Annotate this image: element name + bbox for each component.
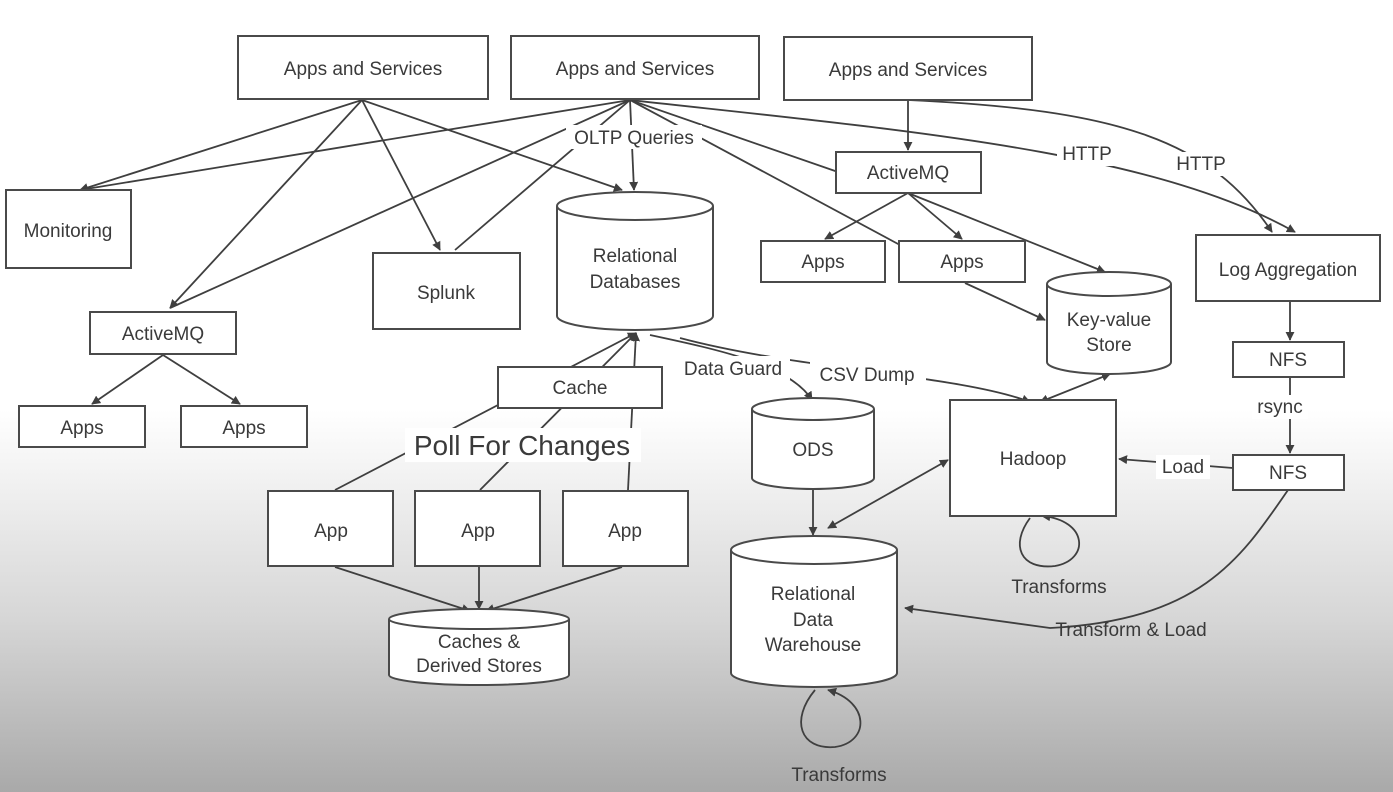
edge-app3-reldb [627,332,641,491]
node-label: Monitoring [24,221,113,242]
label-oltp-queries: OLTP Queries [574,128,694,149]
label-rsync: rsync [1257,397,1302,418]
edge-as1-splunk [361,99,441,251]
node-app-1: App [267,490,394,567]
edge-amqtop-kv [907,192,1106,274]
node-label: Hadoop [1000,449,1067,470]
edge-as2-apps-mid-2 [629,99,901,246]
label-poll-for-changes: Poll For Changes [414,430,630,461]
node-apps-and-services-3: Apps and Services [783,36,1033,101]
node-nfs-1: NFS [1232,341,1345,378]
node-label: Apps [940,252,983,273]
node-label: ActiveMQ [122,324,204,345]
node-label: Cache [553,378,608,399]
node-label-line-2: Databases [590,272,681,293]
node-key-value-store: Key-value Store [1046,271,1172,375]
edge-as1-activemq-left [169,99,363,309]
node-apps-and-services-1: Apps and Services [237,35,489,100]
node-label: Apps [60,418,103,439]
node-label: Apps and Services [284,59,442,80]
node-relational-databases: Relational Databases [556,191,714,331]
node-label: NFS [1269,350,1307,371]
node-monitoring: Monitoring [5,189,132,269]
edge-amqleft-apps2 [162,354,241,405]
node-label-line-1: Relational [771,584,856,605]
node-label-line-3: Warehouse [765,635,861,656]
node-app-2: App [414,490,541,567]
edges [79,99,1296,748]
node-label: ActiveMQ [867,163,949,184]
label-transform-and-load: Transform & Load [1055,620,1206,641]
node-label-line-1: Caches & [438,632,521,653]
edge-amqtop-apps1 [824,192,909,240]
node-activemq-top: ActiveMQ [835,151,982,194]
node-label: Splunk [417,283,476,304]
edge-hadoop-selfloop [1019,512,1080,568]
node-cache: Cache [497,366,663,409]
node-activemq-left: ActiveMQ [89,311,237,355]
node-splunk: Splunk [372,252,521,330]
edge-amqleft-apps1 [91,354,164,405]
edge-as3-logagg [907,99,1273,233]
edge-app2-reldb [479,332,637,491]
node-label: Log Aggregation [1219,260,1357,281]
node-label-line-2: Store [1086,335,1131,356]
node-label-line-2: Data [793,610,834,631]
node-label-line-2: Derived Stores [416,656,542,677]
label-load: Load [1162,457,1204,478]
edge-as2-monitoring [79,99,631,191]
node-nfs-2: NFS [1232,454,1345,491]
edge-app3-caches [485,566,623,613]
edge-amqtop-apps2 [907,192,963,240]
edge-as2-activemq-left [169,99,631,309]
node-label: NFS [1269,463,1307,484]
node-apps-left-2: Apps [180,405,308,448]
edge-as2-activemq-top [629,99,839,173]
label-transforms-hadoop: Transforms [1011,577,1106,598]
edge-labels: OLTP Queries HTTP HTTP Data Guard CSV Du… [405,125,1308,786]
label-data-guard: Data Guard [684,359,782,380]
edge-hadoop-dw [827,459,949,529]
node-label: Apps and Services [556,59,714,80]
label-transforms-dw: Transforms [791,765,886,786]
node-relational-data-warehouse: Relational Data Warehouse [730,535,898,688]
node-label: App [314,521,348,542]
label-csv-dump: CSV Dump [819,365,914,386]
node-label: App [461,521,495,542]
node-ods: ODS [751,397,875,490]
node-log-aggregation: Log Aggregation [1195,234,1381,302]
edge-kv-hadoop [1039,372,1111,404]
edge-app1-reldb [334,332,637,491]
node-app-3: App [562,490,689,567]
label-http-2: HTTP [1176,154,1226,175]
nodes: Apps and Services Apps and Services Apps… [5,35,1381,688]
edge-nfs2-dw [904,489,1289,629]
node-label-line-1: Relational [593,246,678,267]
edge-as2-logagg [629,99,1296,233]
node-apps-mid-2: Apps [898,240,1026,283]
node-apps-and-services-2: Apps and Services [510,35,760,100]
edge-as1-reldb [361,99,623,192]
node-apps-mid-1: Apps [760,240,886,283]
edge-app1-caches [334,566,471,613]
node-label: App [608,521,642,542]
node-apps-left-1: Apps [18,405,146,448]
node-caches-derived-stores: Caches & Derived Stores [388,608,570,686]
node-label-line-1: Key-value [1067,310,1152,331]
node-label: ODS [792,440,833,461]
label-http-1: HTTP [1062,144,1112,165]
node-label: Apps [801,252,844,273]
edge-as1-monitoring [79,99,363,192]
edge-apps2-kv [964,282,1046,321]
node-hadoop: Hadoop [949,399,1117,517]
node-label: Apps and Services [829,60,987,81]
edge-dw-selfloop [800,687,862,748]
node-label: Apps [222,418,265,439]
